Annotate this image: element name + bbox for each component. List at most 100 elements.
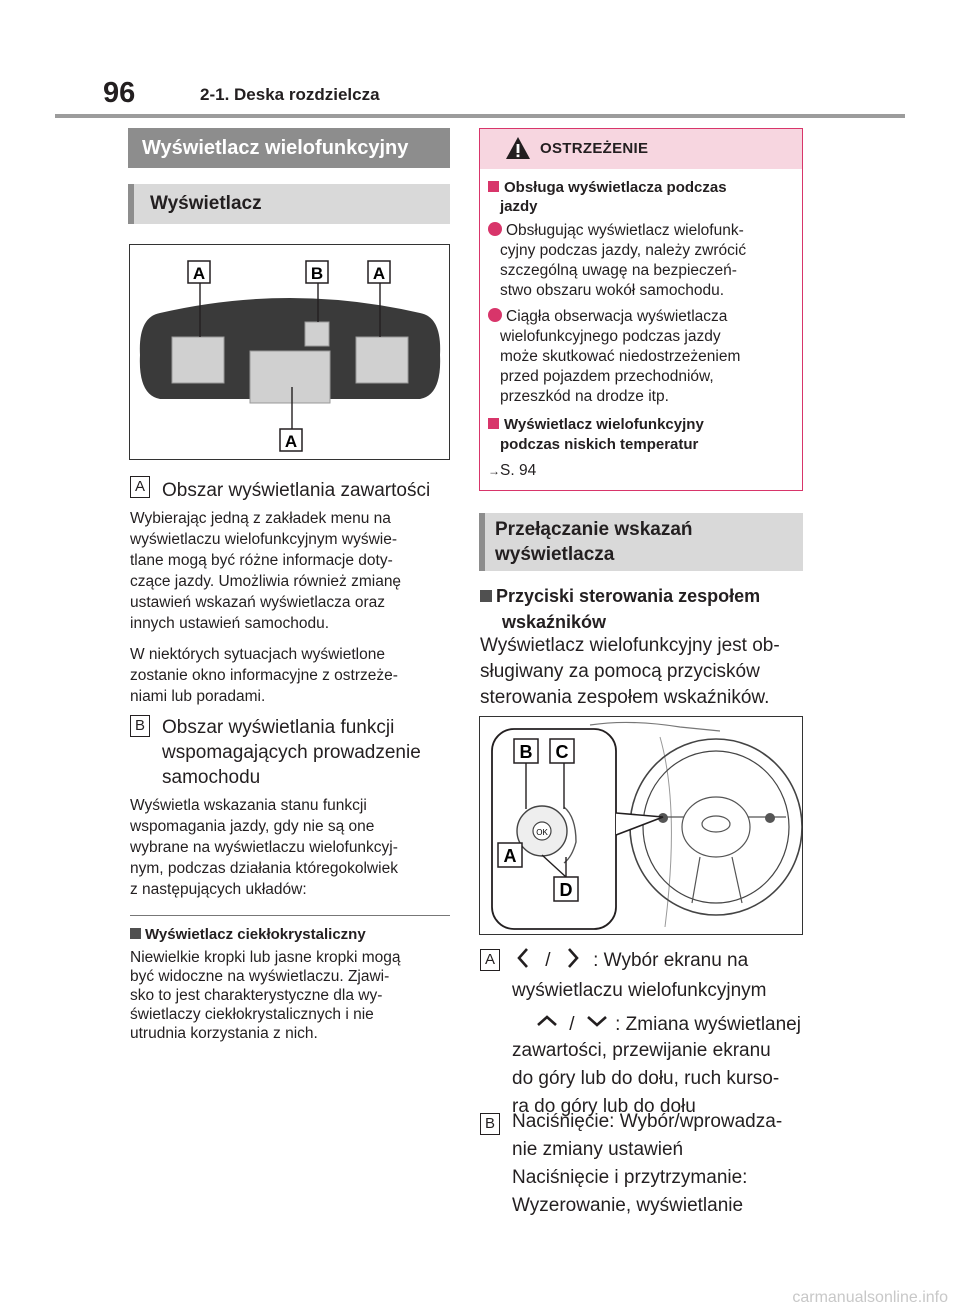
square-bullet-icon — [488, 181, 499, 192]
warning-sub-1: Obsługa wyświetlacza podczas jazdy — [488, 178, 727, 216]
lcd-heading-text: Wyświetlacz ciekłokrystaliczny — [145, 926, 366, 943]
text-line: jazdy — [500, 198, 538, 215]
item-b-heading: B — [130, 715, 150, 737]
right-item-b-text: Naciśnięcie: Wybór/wprowadza- nie zmiany… — [512, 1108, 782, 1220]
text-line: Niewielkie kropki lub jasne kropki mogą — [130, 949, 401, 966]
text-line: z następujących układów: — [130, 881, 307, 898]
right-item-a-rest: zawartości, przewijanie ekranu do góry l… — [512, 1037, 779, 1121]
fig2-label-d: D — [560, 880, 573, 900]
text-line: Wyświetla wskazania stanu funkcji — [130, 797, 367, 814]
warning-bullet-1: Obsługując wyświetlacz wielofunk- cyjny … — [488, 221, 746, 301]
buttons-subheading: Przyciski sterowania zespołem wskaźników — [480, 583, 760, 635]
text-line: Obsługa wyświetlacza podczas — [504, 179, 727, 196]
text-line: wyświetlacza — [495, 544, 615, 565]
lcd-paragraph: Niewielkie kropki lub jasne kropki mogą … — [130, 948, 401, 1043]
text-line: cyjny podczas jazdy, należy zwrócić — [500, 242, 747, 259]
text-line: szczególną uwagę na bezpieczeń- — [500, 262, 737, 279]
text-line: niami lub poradami. — [130, 688, 266, 705]
item-a-heading: A — [130, 476, 150, 498]
fig-label-a3: A — [285, 432, 297, 451]
text-line: Przyciski sterowania zespołem — [496, 586, 761, 606]
chevron-down-icon — [586, 1009, 608, 1036]
text-line: wyświetlaczu wielofunkcyjnym wyświe- — [130, 531, 398, 548]
display-figure: A B A A — [129, 244, 450, 460]
steering-wheel-figure: OK B C A D — [479, 716, 803, 935]
right-item-a-badge-wrap: A — [480, 949, 500, 971]
separator: / — [569, 1014, 575, 1035]
text-line: tlane mogą być różne informacje doty- — [130, 552, 393, 569]
right-item-b-badge-wrap: B — [480, 1113, 500, 1135]
separator: / — [545, 950, 551, 971]
text-line: świetlaczy ciekłokrystalicznych i nie — [130, 1006, 374, 1023]
warning-box — [479, 128, 803, 491]
badge-b: B — [130, 715, 150, 737]
badge-a: A — [130, 476, 150, 498]
text-line: Wyświetlacz wielofunkcyjny jest ob- — [480, 635, 780, 656]
text-line: zawartości, przewijanie ekranu — [512, 1040, 771, 1061]
text-line: Wyświetlacz wielofunkcyjny — [504, 416, 704, 433]
section-title: 2-1. Deska rozdzielcza — [200, 85, 380, 104]
text-line: samochodu — [162, 767, 261, 788]
fig2-label-a: A — [504, 846, 517, 866]
fig2-label-b: B — [520, 742, 533, 762]
text-line: wspomagających prowadzenie — [162, 742, 421, 763]
arrow-right-icon: → — [488, 464, 500, 478]
text-line: nie zmiany ustawień — [512, 1139, 684, 1160]
text-line: innych ustawień samochodu. — [130, 615, 330, 632]
text-line: wielofunkcyjnego podczas jazdy — [500, 328, 721, 345]
fig2-label-c: C — [556, 742, 569, 762]
text-line: wybrane na wyświetlaczu wielofunkcyj- — [130, 839, 398, 856]
switching-heading-banner: Przełączanie wskazań wyświetlacza — [479, 513, 803, 571]
text-line: czące jazdy. Umożliwia również zmianę — [130, 573, 402, 590]
warning-reference: →S. 94 — [488, 460, 536, 482]
text-line: może skutkować niedostrzeżeniem — [500, 348, 741, 365]
right-item-a-line3: / : Zmiana wyświetlanej — [536, 1009, 801, 1038]
watermark: carmanualsonline.info — [792, 1289, 948, 1306]
text-line: sterowania zespołem wskaźników. — [480, 687, 770, 708]
text-line: wyświetlaczu wielofunkcyjnym — [512, 980, 767, 1001]
chevron-up-icon — [536, 1009, 558, 1036]
round-bullet-icon — [488, 222, 502, 236]
main-heading-banner: Wyświetlacz wielofunkcyjny — [128, 128, 450, 168]
right-item-a-line1: / : Wybór ekranu na — [516, 947, 748, 977]
item-b-paragraph: Wyświetla wskazania stanu funkcji wspoma… — [130, 795, 398, 900]
item-a-paragraph-1: Wybierając jedną z zakładek menu na wyśw… — [130, 508, 401, 634]
warning-header — [480, 129, 802, 169]
sub-heading-banner: Wyświetlacz — [128, 184, 450, 224]
text-line: Przełączanie wskazań — [495, 519, 693, 540]
text-line: stwo obszaru wokół samochodu. — [500, 282, 725, 299]
square-bullet-icon — [488, 418, 499, 429]
chevron-right-icon — [566, 947, 580, 977]
text-line: Wyzerowanie, wyświetlanie — [512, 1195, 744, 1216]
item-a-title: Obszar wyświetlania zawartości — [162, 480, 431, 501]
badge-a: A — [480, 949, 500, 971]
text-line: zostanie okno informacyjne z ostrzeże- — [130, 667, 398, 684]
divider — [130, 915, 450, 916]
warning-triangle-icon — [506, 137, 530, 159]
badge-b: B — [480, 1113, 500, 1135]
text-line: W niektórych sytuacjach wyświetlone — [130, 646, 385, 663]
reference-text: S. 94 — [500, 462, 537, 479]
fig-label-a1: A — [193, 264, 205, 283]
text-line: przeszkód na drodze itp. — [500, 388, 669, 405]
warning-bullet-2: Ciągła obserwacja wyświetlacza wielofunk… — [488, 307, 740, 407]
text-line: utrudnia korzystania z nich. — [130, 1025, 318, 1042]
fig-label-a2: A — [373, 264, 385, 283]
text-line: Naciśnięcie: Wybór/wprowadza- — [512, 1111, 783, 1132]
warning-title: OSTRZEŻENIE — [540, 140, 649, 157]
square-bullet-icon — [130, 928, 141, 939]
text-line: Obsługując wyświetlacz wielofunk- — [506, 222, 744, 239]
text-line: sługiwany za pomocą przycisków — [480, 661, 760, 682]
text-line: wspomagania jazdy, gdy nie są one — [130, 818, 375, 835]
text-line: wskaźników — [502, 612, 607, 632]
header-rule — [55, 114, 905, 118]
text-line: : Zmiana wyświetlanej — [615, 1014, 801, 1035]
square-bullet-icon — [480, 590, 492, 602]
text-line: przed pojazdem przechodniów, — [500, 368, 714, 385]
text-line: podczas niskich temperatur — [500, 436, 699, 453]
text-line: Obszar wyświetlania funkcji — [162, 717, 395, 738]
page-number: 96 — [103, 77, 136, 109]
text-line: być widoczne na wyświetlaczu. Zjawi- — [130, 968, 390, 985]
warning-sub-2: Wyświetlacz wielofunkcyjny podczas niski… — [488, 415, 704, 455]
display-diagram: A B A A — [139, 260, 441, 452]
